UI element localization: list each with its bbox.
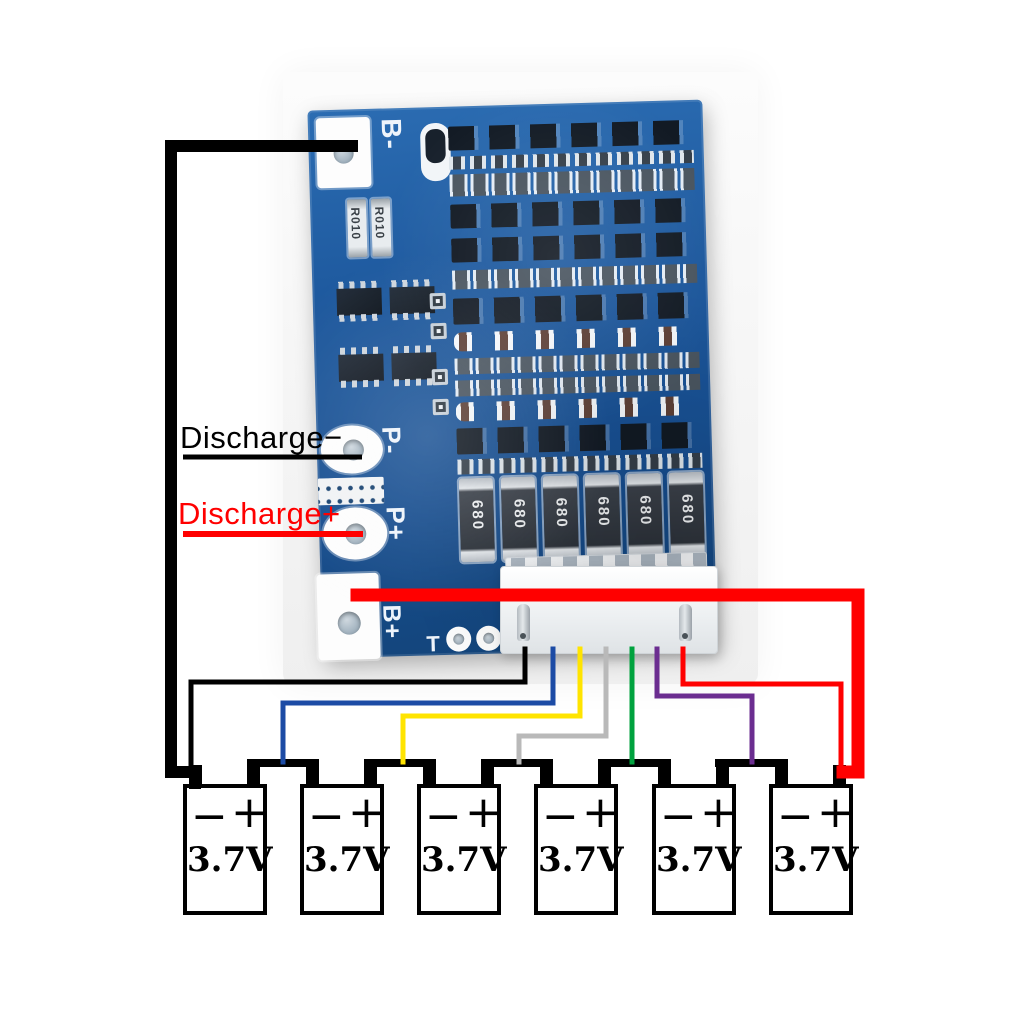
minus-symbol: − bbox=[777, 791, 814, 842]
mosfet-chip bbox=[336, 280, 383, 322]
plus-symbol: + bbox=[465, 787, 502, 838]
balance-connector bbox=[500, 566, 718, 654]
label-b-plus: B+ bbox=[377, 604, 407, 640]
series-link bbox=[481, 759, 553, 767]
component-row bbox=[456, 421, 702, 455]
resistor-label: 680 bbox=[510, 498, 529, 531]
component-footprint bbox=[432, 398, 449, 416]
series-link bbox=[364, 759, 436, 767]
label-b-minus: B- bbox=[375, 117, 408, 151]
minus-symbol: − bbox=[191, 791, 228, 842]
negative-terminal bbox=[189, 765, 202, 786]
positive-terminal bbox=[716, 765, 729, 786]
component-footprint bbox=[431, 368, 449, 386]
plus-symbol: + bbox=[700, 787, 737, 838]
minus-symbol: − bbox=[542, 791, 579, 842]
voltage-label: 3.7V bbox=[187, 840, 273, 880]
resistor-label: 680 bbox=[468, 499, 487, 532]
pad-hole bbox=[337, 611, 362, 635]
positive-terminal bbox=[481, 765, 494, 786]
battery-cell-5: − + 3.7V bbox=[652, 765, 742, 915]
battery-cell-3: − + 3.7V bbox=[417, 765, 507, 915]
component-row bbox=[455, 373, 701, 397]
negative-terminal bbox=[775, 765, 788, 786]
minus-symbol: − bbox=[308, 791, 345, 842]
balance-resistor: 680 bbox=[500, 476, 538, 562]
shunt-resistor: R010 bbox=[370, 198, 392, 257]
component-row bbox=[451, 263, 698, 290]
mosfet-chip bbox=[389, 279, 436, 321]
component-row bbox=[452, 291, 699, 325]
positive-terminal bbox=[364, 765, 377, 786]
balance-resistor: 680 bbox=[458, 477, 496, 563]
resistor-label: 680 bbox=[594, 496, 613, 528]
pad-hole bbox=[344, 523, 367, 545]
resistor-label: 680 bbox=[636, 495, 655, 527]
voltage-label: 3.7V bbox=[773, 840, 859, 880]
balance-resistor: 680 bbox=[542, 475, 580, 561]
pad-b-minus bbox=[315, 116, 372, 189]
component-footprint bbox=[429, 292, 447, 310]
voltage-label: 3.7V bbox=[656, 840, 742, 880]
label-temp: T bbox=[426, 631, 442, 657]
battery-cell-2: − + 3.7V bbox=[300, 765, 390, 915]
mosfet-chip bbox=[391, 345, 438, 387]
discharge-plus-label: Discharge+ bbox=[178, 496, 341, 531]
negative-terminal bbox=[658, 765, 671, 786]
minus-symbol: − bbox=[425, 791, 462, 842]
resistor-label: 680 bbox=[678, 493, 697, 526]
component-row bbox=[449, 167, 695, 197]
plus-symbol: + bbox=[817, 787, 854, 838]
battery-cell-6: − + 3.7V bbox=[769, 765, 859, 915]
negative-terminal bbox=[306, 765, 319, 786]
positive-terminal bbox=[247, 765, 260, 786]
mosfet-chip bbox=[338, 346, 385, 388]
component-row bbox=[451, 231, 697, 263]
component-row bbox=[450, 197, 696, 229]
temp-pad bbox=[445, 626, 472, 652]
plus-symbol: + bbox=[231, 787, 268, 838]
component-row bbox=[453, 325, 700, 352]
series-link bbox=[247, 759, 319, 767]
temp-pad bbox=[475, 625, 502, 652]
shunt-resistor: R010 bbox=[346, 199, 368, 258]
component-row bbox=[454, 351, 700, 375]
diode-footprint bbox=[419, 122, 452, 182]
series-link bbox=[598, 759, 671, 767]
component-row bbox=[448, 149, 695, 170]
minus-symbol: − bbox=[660, 791, 697, 842]
balance-resistor: 680 bbox=[584, 474, 622, 559]
voltage-label: 3.7V bbox=[421, 840, 507, 880]
battery-cell-4: − + 3.7V bbox=[534, 765, 624, 915]
plus-symbol: + bbox=[582, 787, 619, 838]
negative-terminal bbox=[423, 765, 436, 786]
label-p-plus: P+ bbox=[380, 505, 412, 542]
component-row bbox=[455, 395, 702, 422]
positive-terminal bbox=[833, 765, 846, 786]
battery-cell-1: − + 3.7V bbox=[183, 765, 273, 915]
balance-resistor: 680 bbox=[626, 472, 664, 558]
shunt-label: R010 bbox=[372, 206, 388, 240]
pad-hole bbox=[333, 143, 354, 164]
component-footprint bbox=[430, 322, 447, 340]
voltage-label: 3.7V bbox=[304, 840, 390, 880]
shunt-label: R010 bbox=[348, 207, 364, 241]
pad-b-plus bbox=[316, 572, 381, 661]
connector-post bbox=[679, 604, 692, 641]
series-link bbox=[715, 759, 788, 767]
negative-terminal bbox=[540, 765, 553, 786]
resistor-label: 680 bbox=[552, 497, 571, 529]
connector-post bbox=[517, 604, 530, 641]
component-row bbox=[457, 452, 703, 475]
positive-terminal bbox=[598, 765, 611, 786]
plus-symbol: + bbox=[348, 787, 385, 838]
component-row bbox=[447, 119, 694, 151]
balance-resistor: 680 bbox=[668, 471, 706, 557]
pad-hole bbox=[342, 439, 365, 461]
discharge-minus-label: Discharge− bbox=[180, 420, 343, 455]
label-p-minus: P- bbox=[376, 425, 408, 455]
voltage-label: 3.7V bbox=[538, 840, 624, 880]
